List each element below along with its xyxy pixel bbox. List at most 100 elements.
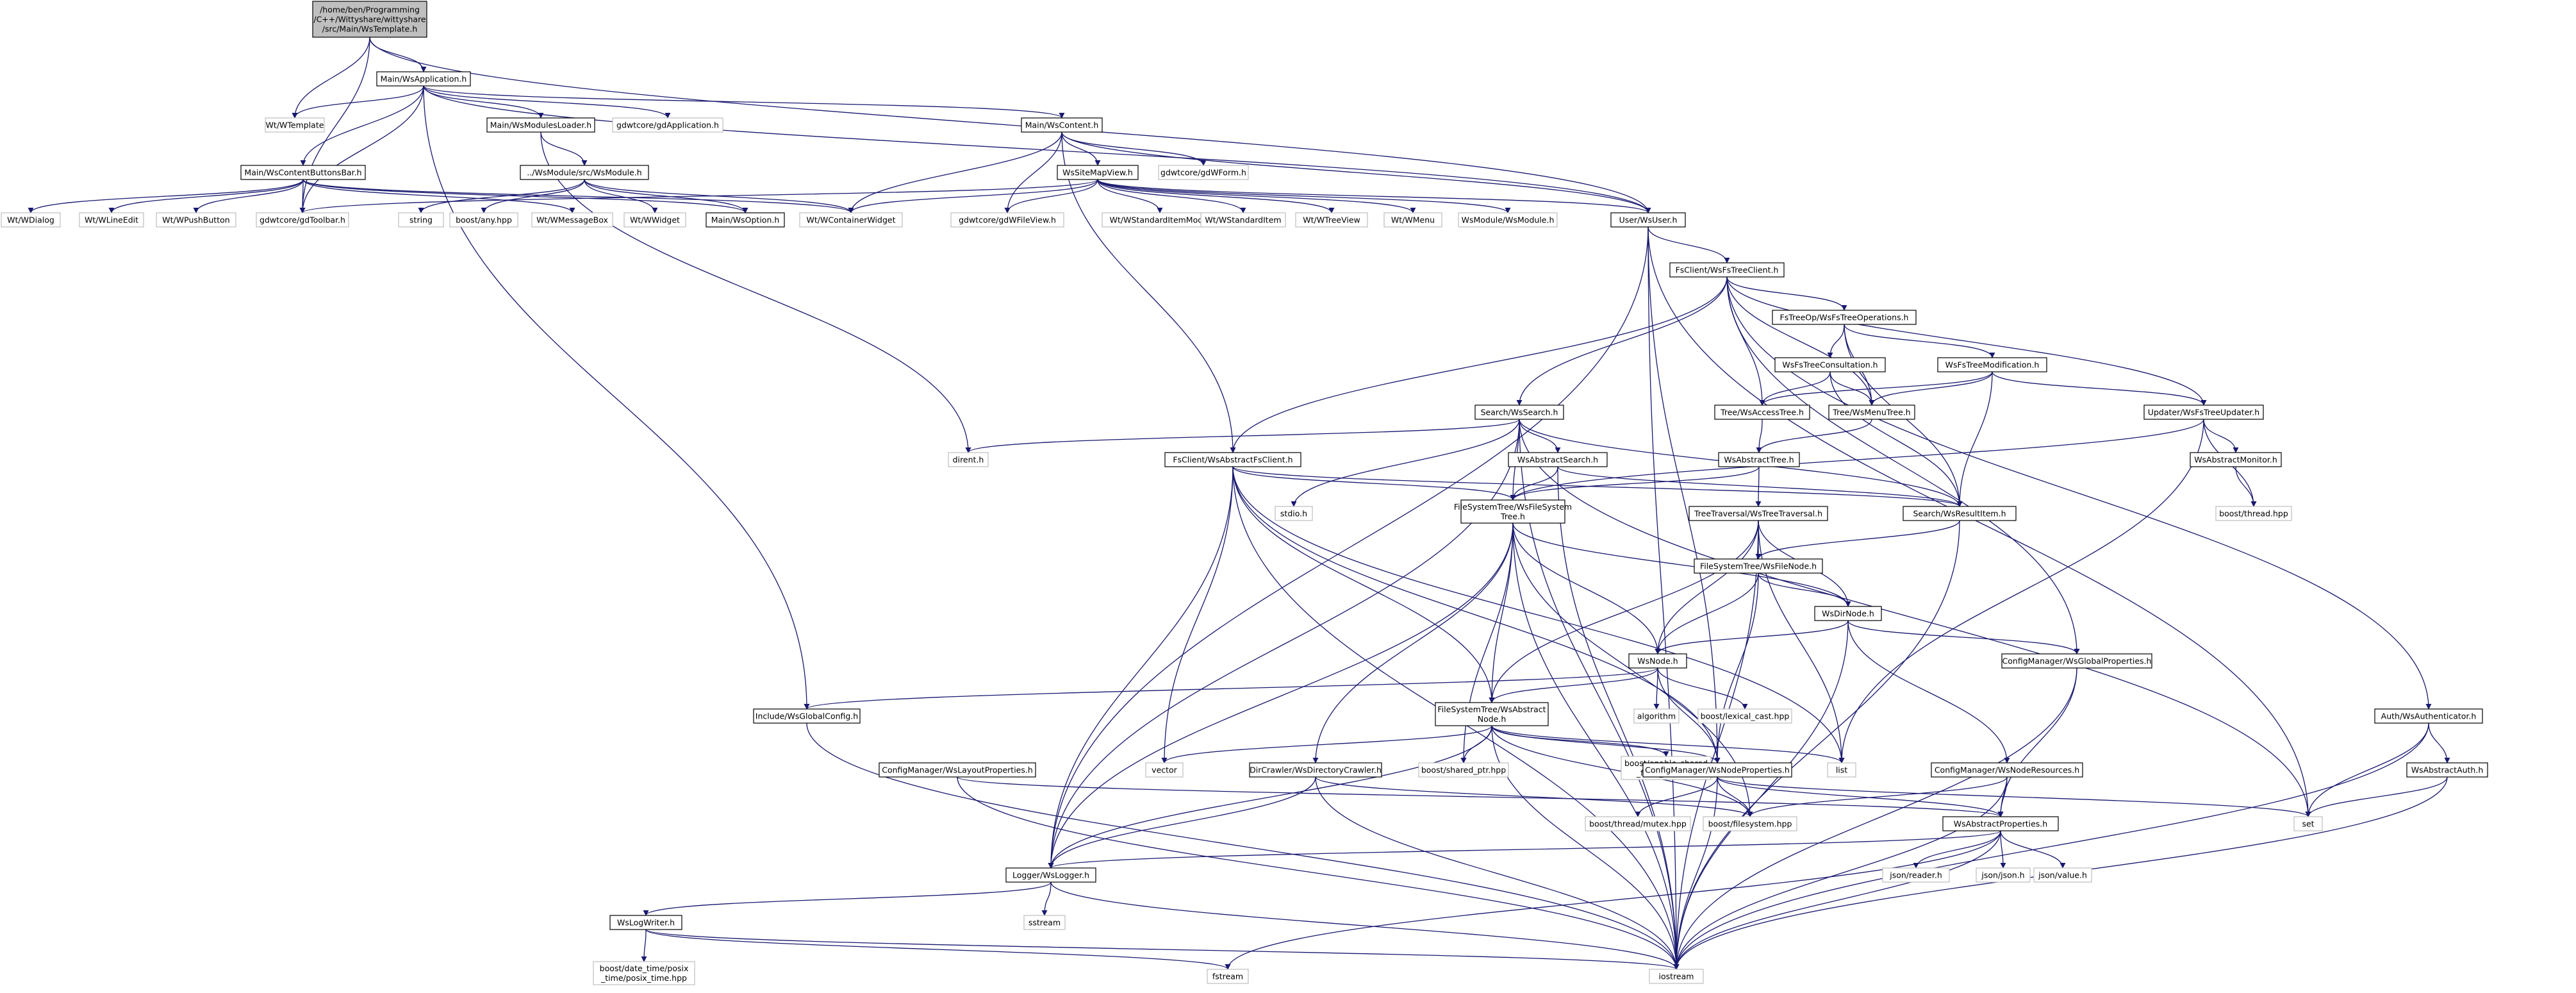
node-wsabstractproperties[interactable]: WsAbstractProperties.h <box>1942 816 2059 831</box>
node-wtwstandarditem[interactable]: Wt/WStandardItem <box>1200 212 1286 228</box>
node-box <box>1 212 61 228</box>
node-wsapplication[interactable]: Main/WsApplication.h <box>376 71 471 87</box>
edge-wsmodulesloader-to-dirent <box>540 131 971 453</box>
node-wsnoderesources[interactable]: ConfigManager/WsNodeResources.h <box>1931 762 2083 778</box>
node-wsabstracttree[interactable]: WsAbstractTree.h <box>1718 452 1800 467</box>
node-iostream[interactable]: iostream <box>1649 969 1704 984</box>
node-label: algorithm <box>1637 712 1676 721</box>
node-wtwtreeview[interactable]: Wt/WTreeView <box>1295 212 1368 228</box>
node-wsfstreeoperations[interactable]: FsTreeOp/WsFsTreeOperations.h <box>1772 310 1917 325</box>
node-wtwpushbutton[interactable]: Wt/WPushButton <box>156 212 236 228</box>
node-label: Wt/WWidget <box>630 215 680 225</box>
node-label: Wt/WMenu <box>1391 215 1435 225</box>
node-boostany[interactable]: boost/any.hpp <box>449 212 518 228</box>
node-boostsharedptr[interactable]: boost/shared_ptr.hpp <box>1418 762 1509 778</box>
node-vector[interactable]: vector <box>1145 762 1184 778</box>
node-box <box>1158 165 1249 180</box>
node-wsmodulesloader[interactable]: Main/WsModulesLoader.h <box>486 117 595 133</box>
node-algorithm[interactable]: algorithm <box>1633 708 1680 724</box>
node-fstream[interactable]: fstream <box>1207 969 1249 984</box>
node-box <box>376 71 471 87</box>
node-wsmodule[interactable]: ../WsModule/src/WsModule.h <box>520 165 649 180</box>
edge-wssitemapview-to-wtwstandarditemmodel <box>1097 179 1163 213</box>
edge-wsfilesystemtree-to-wsdirectorycrawler <box>1312 522 1514 764</box>
node-boostlexicalcast[interactable]: boost/lexical_cast.hpp <box>1697 708 1792 724</box>
node-boostfilesystem[interactable]: boost/filesystem.hpp <box>1703 816 1797 831</box>
node-root[interactable]: /home/ben/Programming/C++/Wittyshare/wit… <box>312 1 427 38</box>
node-jsonjson[interactable]: json/json.h <box>1976 867 2031 883</box>
node-wsmenutree[interactable]: Tree/WsMenuTree.h <box>1828 405 1915 420</box>
node-wscontentbuttonsbar[interactable]: Main/WsContentButtonsBar.h <box>240 165 366 180</box>
node-boostposixtime[interactable]: boost/date_time/posix_time/posix_time.hp… <box>593 961 695 985</box>
node-wsfstreeupdater[interactable]: Updater/WsFsTreeUpdater.h <box>2143 405 2264 420</box>
node-wtwwidget[interactable]: Wt/WWidget <box>623 212 686 228</box>
edge-wscontent-to-wsabstractfsclient <box>1061 131 1236 453</box>
node-userwsuser[interactable]: User/WsUser.h <box>1610 212 1686 228</box>
node-wsglobalconfig[interactable]: Include/WsGlobalConfig.h <box>753 708 861 724</box>
node-gdtoolbar[interactable]: gdwtcore/gdToolbar.h <box>256 212 349 228</box>
node-wsglobalproperties[interactable]: ConfigManager/WsGlobalProperties.h <box>2001 653 2152 669</box>
node-wstreetraversal[interactable]: TreeTraversal/WsTreeTraversal.h <box>1688 506 1828 521</box>
node-wtwmenu[interactable]: Wt/WMenu <box>1383 212 1442 228</box>
node-wsabstractauth[interactable]: WsAbstractAuth.h <box>2406 762 2488 778</box>
edge-wsnodeproperties-to-boostfilesystem <box>1717 776 1753 817</box>
node-wsabstractfsclient[interactable]: FsClient/WsAbstractFsClient.h <box>1164 452 1301 467</box>
node-box <box>2406 762 2488 778</box>
node-wssitemapview[interactable]: WsSiteMapView.h <box>1057 165 1139 180</box>
node-wsnode[interactable]: WsNode.h <box>1628 653 1687 669</box>
node-gdapplication[interactable]: gdwtcore/gdApplication.h <box>612 117 723 133</box>
node-wslogwriter[interactable]: WsLogWriter.h <box>609 915 682 930</box>
node-wtwdialog[interactable]: Wt/WDialog <box>1 212 61 228</box>
node-label: Wt/WContainerWidget <box>807 215 896 225</box>
node-gdwform[interactable]: gdwtcore/gdWForm.h <box>1158 165 1249 180</box>
node-wsdirectorycrawler[interactable]: DirCrawler/WsDirectoryCrawler.h <box>1249 762 1382 778</box>
node-string[interactable]: string <box>398 212 444 228</box>
node-wsdirnode[interactable]: WsDirNode.h <box>1814 606 1882 621</box>
node-searchwssearch[interactable]: Search/WsSearch.h <box>1474 405 1564 420</box>
node-wsfilenode[interactable]: FileSystemTree/WsFileNode.h <box>1694 558 1823 574</box>
edge-wscontentbuttonsbar-to-wtwdialog <box>28 179 304 213</box>
edge-wsmodule-to-boostany <box>481 179 585 213</box>
node-wsfstreeconsultation[interactable]: WsFsTreeConsultation.h <box>1774 357 1886 372</box>
node-wsoption[interactable]: Main/WsOption.h <box>706 212 785 228</box>
node-wsaccesstree[interactable]: Tree/WsAccessTree.h <box>1714 405 1810 420</box>
node-list[interactable]: list <box>1827 762 1856 778</box>
node-dirent[interactable]: dirent.h <box>948 452 989 467</box>
node-wtwlineedit[interactable]: Wt/WLineEdit <box>79 212 144 228</box>
node-wsfstreemodification[interactable]: WsFsTreeModification.h <box>1937 357 2047 372</box>
node-wtwcontainerwidget[interactable]: Wt/WContainerWidget <box>799 212 903 228</box>
node-wsmodulewsmodule[interactable]: WsModule/WsModule.h <box>1458 212 1558 228</box>
edge-wssitemapview-to-wtwmenu <box>1097 179 1416 213</box>
node-wsabstractmonitor[interactable]: WsAbstractMonitor.h <box>2190 452 2282 467</box>
node-wsfstreeclient[interactable]: FsClient/WsFsTreeClient.h <box>1669 262 1785 278</box>
node-set[interactable]: set <box>2293 816 2323 831</box>
node-wsresultitem[interactable]: Search/WsResultItem.h <box>1903 506 2017 521</box>
edge-wsresultitem-to-iostream <box>1673 520 1960 970</box>
node-gdwfileview[interactable]: gdwtcore/gdWFileView.h <box>950 212 1064 228</box>
node-boostthread[interactable]: boost/thread.hpp <box>2215 506 2292 521</box>
node-wtwmessagebox[interactable]: Wt/WMessageBox <box>531 212 613 228</box>
node-wslayoutproperties[interactable]: ConfigManager/WsLayoutProperties.h <box>879 762 1036 778</box>
edge-wsnodeproperties-to-wsabstractproperties <box>1717 776 2004 817</box>
node-jsonreader[interactable]: json/reader.h <box>1882 867 1950 883</box>
node-wsnodeproperties[interactable]: ConfigManager/WsNodeProperties.h <box>1642 762 1792 778</box>
edge-wsdirnode-to-wsnode <box>1655 620 1849 655</box>
edge-wsfstreeclient-to-authwsauthenticator <box>1726 276 2432 710</box>
node-authwsauthenticator[interactable]: Auth/WsAuthenticator.h <box>2374 708 2483 724</box>
node-wslogger[interactable]: Logger/WsLogger.h <box>1005 867 1096 883</box>
node-stdio[interactable]: stdio.h <box>1275 506 1313 521</box>
edge-wsfstreeclient-to-wsglobalproperties <box>1726 276 2080 655</box>
node-wtwtemplate[interactable]: Wt/WTemplate <box>265 117 325 133</box>
node-wscontent[interactable]: Main/WsContent.h <box>1021 117 1103 133</box>
edge-wsabstractproperties-to-jsonvalue <box>2000 830 2066 869</box>
node-jsonvalue[interactable]: json/value.h <box>2033 867 2092 883</box>
node-wsabstractsearch[interactable]: WsAbstractSearch.h <box>1508 452 1608 467</box>
node-boostthreadmutex[interactable]: boost/thread/mutex.hpp <box>1585 816 1691 831</box>
node-wtwstandarditemmodel[interactable]: Wt/WStandardItemModel <box>1102 212 1218 228</box>
edge-wstreetraversal-to-wsnode <box>1655 520 1759 655</box>
node-sstream[interactable]: sstream <box>1023 915 1066 930</box>
node-box <box>265 117 325 133</box>
